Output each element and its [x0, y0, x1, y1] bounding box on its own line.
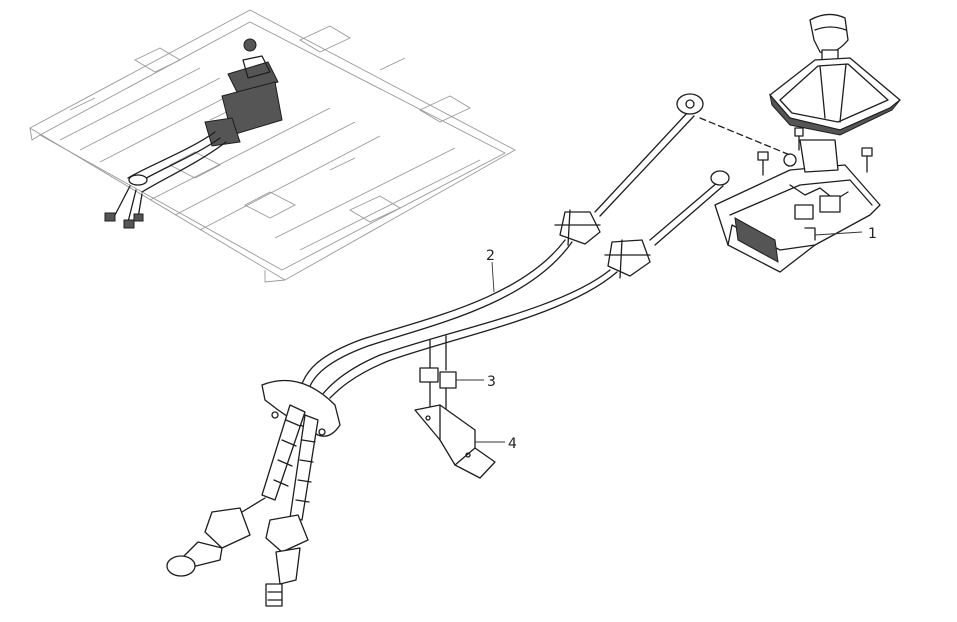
callout-1: 1 — [814, 226, 877, 242]
callout-label-3: 3 — [487, 374, 496, 390]
callout-4: 4 — [475, 436, 517, 452]
callout-label-2: 2 — [486, 248, 495, 264]
shifter-assembly — [699, 13, 901, 273]
shift-cables — [166, 93, 730, 607]
cable-bracket — [414, 404, 496, 479]
callout-3: 3 — [456, 374, 496, 390]
callout-label-1: 1 — [868, 226, 877, 242]
cable-clips — [419, 335, 457, 416]
callout-label-4: 4 — [508, 436, 517, 452]
callout-2: 2 — [486, 248, 495, 293]
vehicle-floor-overview — [29, 9, 516, 283]
